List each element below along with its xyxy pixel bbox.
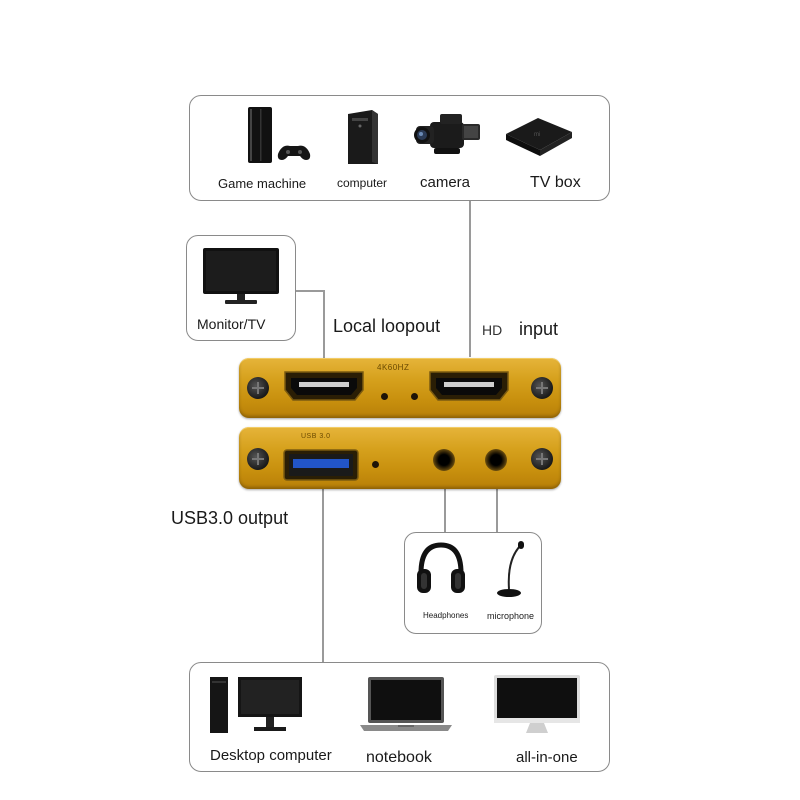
- source-label-tv-box: TV box: [530, 174, 581, 191]
- line-usb: [322, 485, 324, 663]
- usb-mark: USB 3.0: [301, 433, 331, 440]
- capture-device-usb-side: USB 3.0: [239, 427, 561, 489]
- local-loopout-label: Local loopout: [333, 316, 441, 336]
- usb3-port[interactable]: [283, 449, 359, 481]
- source-label-computer: computer: [337, 176, 388, 190]
- status-led: [372, 461, 379, 468]
- microphone-jack[interactable]: [485, 449, 507, 471]
- output-label-notebook: notebook: [366, 749, 432, 766]
- line-loopout-h: [295, 290, 325, 292]
- svg-text:mi: mi: [534, 132, 540, 138]
- audio-label-microphone: microphone: [487, 611, 535, 621]
- audio-label-headphones: Headphones: [423, 611, 469, 620]
- camcorder-icon: [414, 114, 480, 154]
- output-devices-box: Desktop computer notebook all-in-one: [189, 662, 610, 772]
- line-headphone: [444, 477, 446, 533]
- screw-icon: [531, 377, 553, 399]
- desktop-computer-icon: [210, 677, 302, 733]
- led-indicator-2: [411, 393, 418, 400]
- screw-icon: [531, 448, 553, 470]
- usb-output-label: USB3.0 output: [171, 508, 289, 528]
- game-console-icon: [248, 107, 311, 163]
- capture-device-hdmi-side: 4K60HZ: [239, 358, 561, 418]
- hdmi-in-port[interactable]: [428, 370, 510, 402]
- monitor-box: Monitor/TV: [186, 235, 296, 341]
- screw-icon: [247, 448, 269, 470]
- device-brand-mark: 4K60HZ: [377, 363, 410, 372]
- audio-devices-box: Headphones microphone: [404, 532, 542, 634]
- headphones-icon: [417, 542, 465, 593]
- line-input: [469, 200, 471, 357]
- microphone-icon: [497, 541, 524, 597]
- led-indicator-1: [381, 393, 388, 400]
- source-label-game-machine: Game machine: [218, 176, 307, 191]
- output-label-all-in-one: all-in-one: [516, 749, 578, 766]
- line-mic: [496, 477, 498, 533]
- computer-tower-icon: [348, 110, 378, 164]
- source-devices-box: Game machine computer camera mi TV box: [189, 95, 610, 201]
- all-in-one-icon: [494, 675, 580, 733]
- output-label-desktop-computer: Desktop computer: [210, 747, 332, 764]
- screw-icon: [247, 377, 269, 399]
- headphone-jack[interactable]: [433, 449, 455, 471]
- monitor-label: Monitor/TV: [197, 316, 266, 332]
- monitor-icon: [203, 248, 279, 304]
- tv-box-icon: mi: [506, 118, 572, 156]
- hdmi-out-port[interactable]: [283, 370, 365, 402]
- source-label-camera: camera: [420, 174, 471, 191]
- laptop-icon: [360, 677, 452, 731]
- input-label: input: [519, 319, 559, 339]
- line-loopout-v: [323, 290, 325, 358]
- hd-label: HD: [482, 322, 503, 338]
